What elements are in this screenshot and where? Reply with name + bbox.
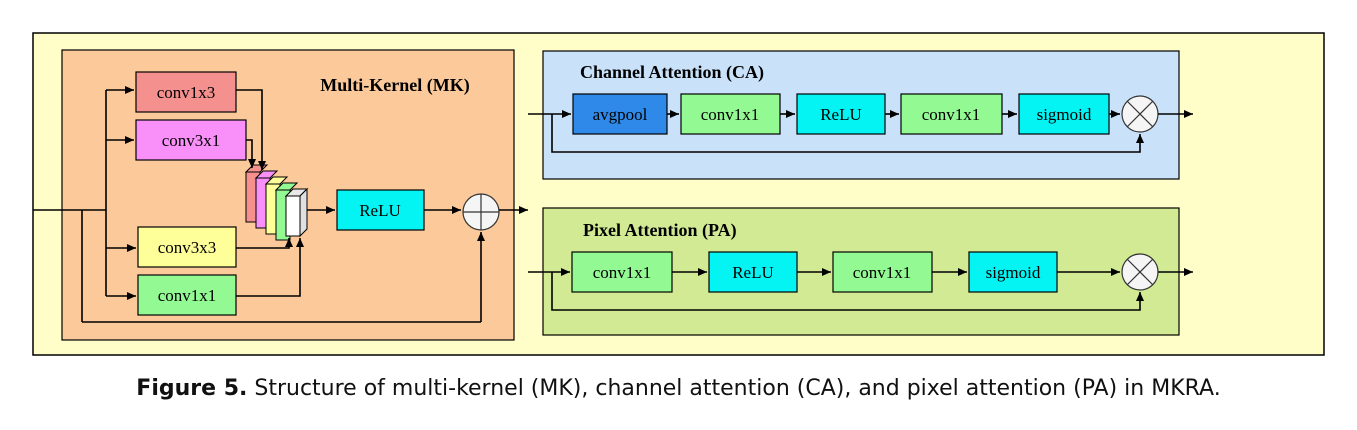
mk-conv1x1-box: conv1x1 xyxy=(137,274,237,316)
pa-conv1x1-a-label: conv1x1 xyxy=(593,263,652,282)
concatenated-feature-maps-icon xyxy=(244,164,309,241)
pa-conv1x1-b-label: conv1x1 xyxy=(853,263,912,282)
ca-connectors xyxy=(528,110,1193,153)
pa-relu-box: ReLU xyxy=(708,251,798,293)
mk-relu-box: ReLU xyxy=(336,189,425,231)
mk-relu-label: ReLU xyxy=(359,201,401,220)
pa-connectors xyxy=(528,268,1193,311)
mk-conv3x3-label: conv3x3 xyxy=(158,238,217,257)
circle-times-icon xyxy=(1121,95,1159,133)
mkra-diagram: Multi-Kernel (MK) conv1x3 conv3x1 conv3x… xyxy=(32,32,1325,356)
pa-relu-label: ReLU xyxy=(732,263,774,282)
mk-conv3x1-label: conv3x1 xyxy=(162,131,221,150)
ca-sigmoid-label: sigmoid xyxy=(1037,105,1092,124)
mk-title: Multi-Kernel (MK) xyxy=(320,75,469,96)
mk-conv3x3-box: conv3x3 xyxy=(137,226,237,268)
pa-panel: Pixel Attention (PA) conv1x1 ReLU conv1x… xyxy=(528,207,1193,336)
ca-conv1x1-a-box: conv1x1 xyxy=(680,93,781,135)
ca-panel: Channel Attention (CA) avgpool conv1x1 R… xyxy=(528,50,1193,180)
circle-plus-icon xyxy=(462,193,500,231)
mk-conv1x3-box: conv1x3 xyxy=(135,71,237,113)
pa-conv1x1-a-box: conv1x1 xyxy=(571,251,673,293)
mk-connectors xyxy=(33,86,528,323)
ca-relu-label: ReLU xyxy=(820,105,862,124)
circle-times-icon xyxy=(1121,253,1159,291)
ca-sigmoid-box: sigmoid xyxy=(1018,93,1110,135)
ca-relu-box: ReLU xyxy=(796,93,886,135)
mk-conv1x3-label: conv1x3 xyxy=(157,83,216,102)
figure-caption-text: Structure of multi-kernel (MK), channel … xyxy=(247,376,1221,401)
pa-title: Pixel Attention (PA) xyxy=(583,220,737,241)
mk-conv1x1-label: conv1x1 xyxy=(158,286,217,305)
mk-panel: Multi-Kernel (MK) conv1x3 conv3x1 conv3x… xyxy=(33,49,528,341)
pa-conv1x1-b-box: conv1x1 xyxy=(832,251,933,293)
pa-sigmoid-label: sigmoid xyxy=(986,263,1041,282)
ca-title: Channel Attention (CA) xyxy=(580,62,764,83)
pa-sigmoid-box: sigmoid xyxy=(968,251,1058,293)
figure-label: Figure 5. xyxy=(136,376,248,401)
mk-conv3x1-box: conv3x1 xyxy=(135,119,247,161)
ca-avgpool-label: avgpool xyxy=(593,105,648,124)
ca-conv1x1-b-label: conv1x1 xyxy=(922,105,981,124)
ca-avgpool-box: avgpool xyxy=(572,93,668,135)
figure-caption: Figure 5. Structure of multi-kernel (MK)… xyxy=(0,376,1357,401)
ca-conv1x1-a-label: conv1x1 xyxy=(701,105,760,124)
ca-conv1x1-b-box: conv1x1 xyxy=(900,93,1003,135)
